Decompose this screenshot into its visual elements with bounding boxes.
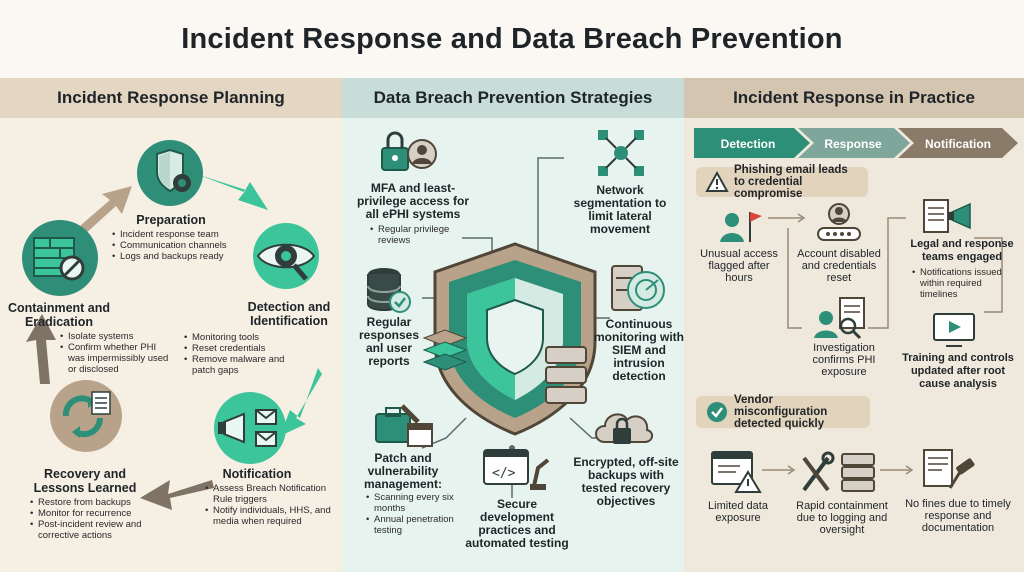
user-flag-icon	[720, 212, 762, 242]
panel-heading: Incident Response Planning	[0, 78, 342, 118]
step-detection: Detection	[720, 137, 776, 151]
case2-connectors	[762, 465, 914, 475]
network-icon	[598, 130, 644, 176]
training-updated: Training and controls updated after root…	[902, 352, 1014, 390]
network-title: Network segmentation to limit lateral mo…	[573, 183, 667, 236]
case2-badge: Vendor misconfiguration detected quickly	[696, 394, 870, 430]
unusual-access: Unusual access flagged after hours	[700, 248, 778, 284]
legal-teams: Legal and response teams engaged	[910, 238, 1014, 263]
panel-data-breach-prevention: Data Breach Prevention Strategies	[342, 78, 684, 572]
server-radar-icon	[611, 265, 665, 311]
investigation: Investigation confirms PHI exposure	[812, 342, 876, 378]
no-fines: No fines due to timely response and docu…	[905, 498, 1011, 534]
patch-list: Scanning every six months Annual penetra…	[366, 492, 466, 536]
investigator-icon	[814, 297, 865, 340]
browser-warning-icon	[711, 451, 762, 493]
monitoring-title: Continuous monitoring with SIEM and intr…	[594, 317, 684, 383]
containment-title: Containment and Eradication	[7, 301, 111, 329]
preparation-title: Preparation	[136, 213, 206, 227]
panel-incident-response-practice: Incident Response in Practice Detection …	[684, 78, 1024, 572]
account-disabled: Account disabled and credentials reset	[797, 248, 881, 284]
recovery-title: Recovery and Lessons Learned	[33, 467, 137, 495]
case2-badge-text: Vendor misconfiguration detected quickly	[734, 394, 828, 430]
list-item: Communication channels	[112, 240, 237, 251]
user-password-icon	[817, 203, 861, 241]
list-item: Logs and backups ready	[112, 251, 237, 262]
check-circle-icon	[707, 402, 727, 422]
step-response: Response	[824, 137, 882, 151]
video-training-icon	[933, 313, 975, 347]
list-item: Regular privilege reviews	[370, 224, 470, 246]
step-notification: Notification	[925, 137, 991, 151]
page-title: Incident Response and Data Breach Preven…	[0, 0, 1024, 78]
legal-list: Notifications issued within required tim…	[912, 267, 1020, 300]
list-item: Confirm whether PHI was impermissibly us…	[60, 342, 170, 375]
shield-gear-icon	[137, 140, 203, 206]
layers-icon	[422, 329, 468, 371]
detection-title: Detection and Identification	[247, 300, 331, 328]
list-item: Monitor for recurrence	[30, 508, 160, 519]
lock-user-icon	[381, 131, 437, 171]
code-robot-arm-icon: </>	[483, 449, 550, 490]
list-item: Monitoring tools	[184, 332, 294, 343]
containment-list: Isolate systems Confirm whether PHI was …	[60, 331, 170, 375]
recovery-list: Restore from backups Monitor for recurre…	[30, 497, 160, 541]
server-stack-icon	[545, 346, 587, 404]
document-megaphone-icon	[923, 199, 971, 233]
list-item: Restore from backups	[30, 497, 160, 508]
warning-icon	[705, 170, 729, 192]
list-item: Annual penetration testing	[366, 514, 466, 536]
panel-heading: Data Breach Prevention Strategies	[342, 78, 684, 118]
notification-list: Assess Breach Notification Rule triggers…	[205, 483, 335, 527]
preparation-list: Incident response team Communication cha…	[112, 229, 237, 262]
patch-title: Patch and vulnerability management:	[363, 451, 443, 491]
list-item: Isolate systems	[60, 331, 170, 342]
database-check-icon	[367, 268, 411, 313]
list-item: Incident response team	[112, 229, 237, 240]
reviews-title: Regular responses anl user reports	[358, 315, 420, 368]
list-item: Assess Breach Notification Rule triggers	[205, 483, 335, 505]
limited-exposure: Limited data exposure	[708, 500, 768, 524]
document-gavel-icon	[923, 449, 975, 489]
eye-magnifier-icon	[253, 223, 319, 289]
recycle-checklist-icon	[50, 380, 122, 452]
list-item: Reset credentials	[184, 343, 294, 354]
list-item: Post-incident review and corrective acti…	[30, 519, 160, 541]
list-item: Notify individuals, HHS, and media when …	[205, 505, 335, 527]
panel-incident-response-planning: Incident Response Planning Preparation I…	[0, 78, 342, 572]
backups-title: Encrypted, off-site backups with tested …	[573, 455, 679, 508]
case1-badge: Phishing email leads to credential compr…	[696, 164, 868, 200]
mfa-list: Regular privilege reviews	[370, 224, 470, 246]
tools-server-icon	[802, 451, 875, 492]
list-item: Scanning every six months	[366, 492, 466, 514]
devsec-title: Secure development practices and automat…	[465, 497, 569, 550]
mfa-title: MFA and least-privilege access for all e…	[356, 181, 470, 221]
list-item: Notifications issued within required tim…	[912, 267, 1020, 300]
cloud-lock-icon	[595, 413, 653, 444]
case1-badge-text: Phishing email leads to credential compr…	[734, 164, 848, 200]
detection-list: Monitoring tools Reset credentials Remov…	[184, 332, 294, 376]
notification-title: Notification	[222, 467, 292, 481]
process-chevrons	[694, 128, 1018, 158]
svg-text:</>: </>	[492, 466, 516, 481]
toolbox-calendar-icon	[375, 404, 433, 447]
rapid-containment: Rapid containment due to logging and ove…	[796, 500, 888, 536]
megaphone-mail-icon	[214, 392, 286, 464]
panel-heading: Incident Response in Practice	[684, 78, 1024, 118]
firewall-block-icon	[22, 220, 98, 296]
list-item: Remove malware and patch gaps	[184, 354, 294, 376]
